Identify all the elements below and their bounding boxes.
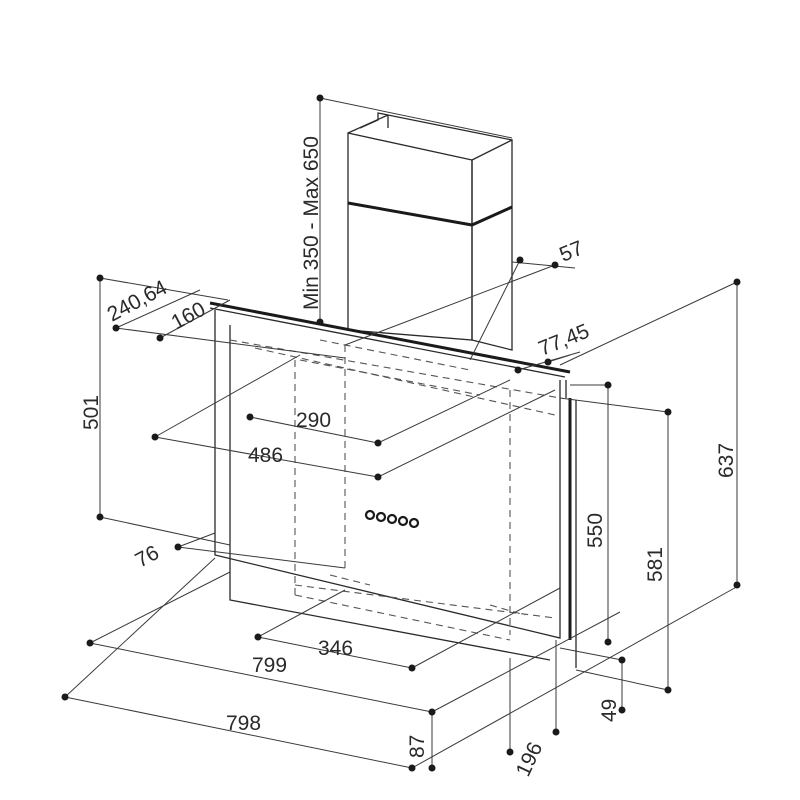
dimension-dots: [61, 94, 741, 772]
label-77-45: 77,45: [535, 320, 592, 361]
label-501: 501: [80, 395, 103, 430]
label-581: 581: [644, 547, 667, 582]
label-49: 49: [598, 699, 621, 722]
label-798: 798: [226, 712, 261, 735]
control-knobs: [364, 509, 420, 529]
control-knob-5[interactable]: [408, 517, 420, 529]
hidden-outlines: [229, 339, 561, 641]
label-346: 346: [318, 637, 353, 660]
label-chimney-height: Min 350 - Max 650: [300, 136, 323, 310]
label-637: 637: [715, 443, 738, 478]
control-knob-1[interactable]: [364, 509, 376, 521]
label-196: 196: [512, 739, 548, 780]
dimension-lines: [64, 97, 741, 769]
label-550: 550: [584, 513, 607, 548]
label-290: 290: [296, 409, 331, 432]
label-160: 160: [168, 298, 210, 335]
label-87: 87: [406, 735, 429, 758]
control-knob-3[interactable]: [386, 513, 398, 525]
label-57: 57: [556, 237, 586, 267]
label-486: 486: [248, 444, 283, 467]
label-799: 799: [252, 654, 287, 677]
control-knob-4[interactable]: [397, 515, 409, 527]
chimney: [347, 112, 513, 351]
hood-body: [209, 301, 577, 668]
control-knob-2[interactable]: [375, 511, 387, 523]
label-76: 76: [132, 541, 163, 572]
